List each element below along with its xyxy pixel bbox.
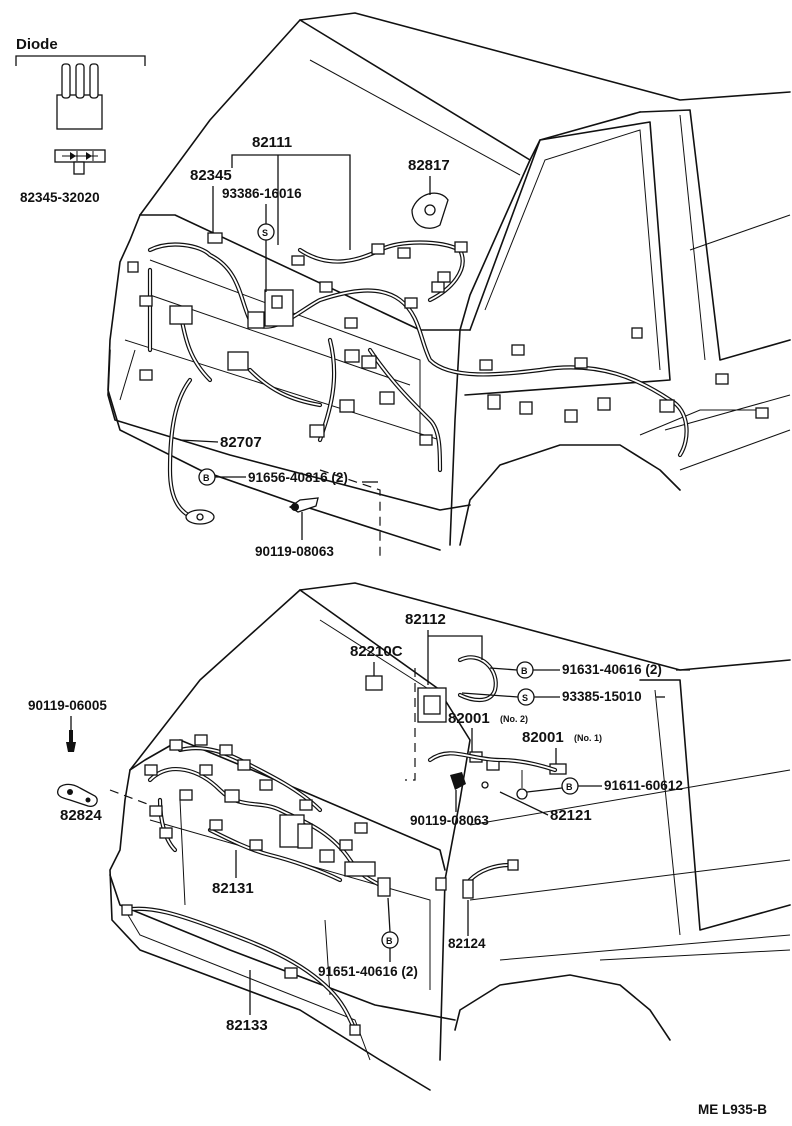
upper-labels: 82111 82345 93386-16016 S 82817 82707 B … <box>179 134 450 559</box>
label-82345: 82345 <box>190 167 232 184</box>
diagram-code: ME L935-B <box>698 1102 767 1117</box>
symbol-b-lower-3-text: B <box>386 936 393 946</box>
diode-title: Diode <box>16 36 58 53</box>
symbol-b-lower-2-text: B <box>566 782 573 792</box>
screw-upper-icon <box>288 497 319 513</box>
label-82001-no2: 82001 <box>448 710 490 727</box>
label-82824: 82824 <box>60 807 102 824</box>
label-82001-no1-tag: (No. 1) <box>574 733 602 743</box>
ground-wire-82707 <box>167 377 215 525</box>
diode-inset: Diode 82345-32020 <box>15 36 146 205</box>
label-82707: 82707 <box>220 434 262 451</box>
label-93385-15010: 93385-15010 <box>562 689 642 704</box>
label-82124: 82124 <box>448 936 486 951</box>
diode-bracket-line <box>15 55 146 66</box>
label-91631-40616: 91631-40616 (2) <box>562 662 662 677</box>
lower-labels: 82112 82210C B 91631-40616 (2) S 93385-1… <box>28 611 690 1034</box>
protector-82210c-icon <box>365 675 383 691</box>
lower-harness <box>144 655 498 897</box>
symbol-s-lower-text: S <box>522 693 528 703</box>
upper-harness-82111 <box>127 232 769 473</box>
upper-van-body <box>107 12 791 560</box>
lower-van-body <box>109 582 791 1091</box>
label-91651-40616: 91651-40616 (2) <box>318 964 418 979</box>
label-82133: 82133 <box>226 1017 268 1034</box>
diode-part-number: 82345-32020 <box>20 190 100 205</box>
screw-90119-06005-icon <box>66 730 76 752</box>
label-82817: 82817 <box>408 157 450 174</box>
label-82001-no1: 82001 <box>522 729 564 746</box>
label-90119-08063-lower: 90119-08063 <box>410 813 489 828</box>
relay-block-82112 <box>365 675 567 800</box>
label-82131: 82131 <box>212 880 254 897</box>
diode-illustration <box>56 63 103 130</box>
bracket-82824 <box>56 783 98 807</box>
bumper-harness-82133 <box>121 904 361 1036</box>
grommet-82817 <box>411 192 449 229</box>
label-82001-no2-tag: (No. 2) <box>500 714 528 724</box>
label-82112: 82112 <box>405 611 446 628</box>
label-91611-60612: 91611-60612 <box>604 778 683 793</box>
label-90119-06005: 90119-06005 <box>28 698 107 713</box>
label-82210c: 82210C <box>350 643 403 660</box>
symbol-b-lower-1-text: B <box>521 666 528 676</box>
label-93386-16016: 93386-16016 <box>222 186 302 201</box>
right-connector-82124 <box>435 859 519 899</box>
label-82121: 82121 <box>550 807 592 824</box>
label-90119-08063-upper: 90119-08063 <box>255 544 334 559</box>
diode-schematic-icon <box>54 149 106 175</box>
label-82111: 82111 <box>252 134 292 151</box>
label-91656-40816: 91656-40816 (2) <box>248 470 348 485</box>
symbol-b-upper-text: B <box>203 473 210 483</box>
symbol-s-upper-text: S <box>262 228 268 238</box>
